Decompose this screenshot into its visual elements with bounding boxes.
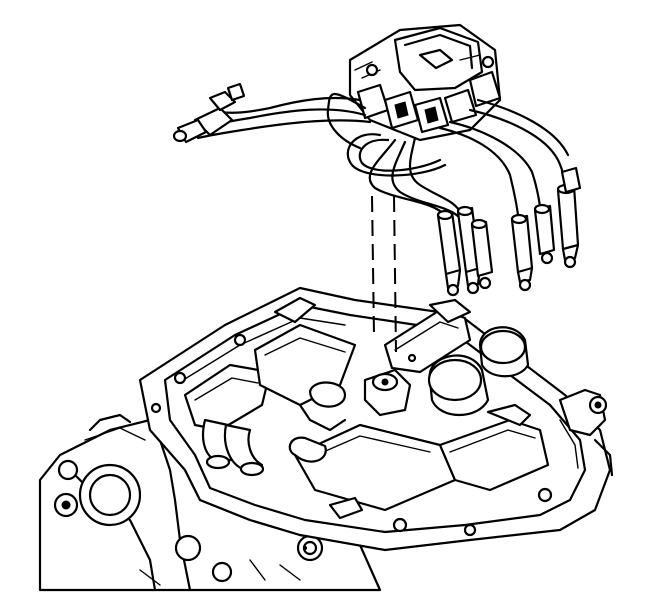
spark-plug-boot bbox=[560, 166, 582, 194]
alignment-guides bbox=[371, 195, 397, 353]
upper-intake-manifold bbox=[138, 286, 614, 552]
wire-connector-left bbox=[172, 82, 246, 144]
spark-plug-wires bbox=[193, 92, 570, 264]
spark-plug-boot bbox=[533, 203, 556, 265]
spark-plug-boots bbox=[436, 166, 582, 297]
spark-plug-boot bbox=[510, 213, 534, 292]
coil-mounting-bracket bbox=[383, 298, 472, 374]
engine-block-port bbox=[78, 463, 142, 527]
spark-plug-boot bbox=[470, 218, 494, 290]
spark-plug-boot bbox=[456, 205, 482, 295]
coil-towers bbox=[356, 70, 502, 134]
ignition-coil-module bbox=[348, 23, 502, 142]
spark-plug-boot bbox=[436, 209, 462, 297]
spark-plug-boot bbox=[556, 183, 580, 269]
